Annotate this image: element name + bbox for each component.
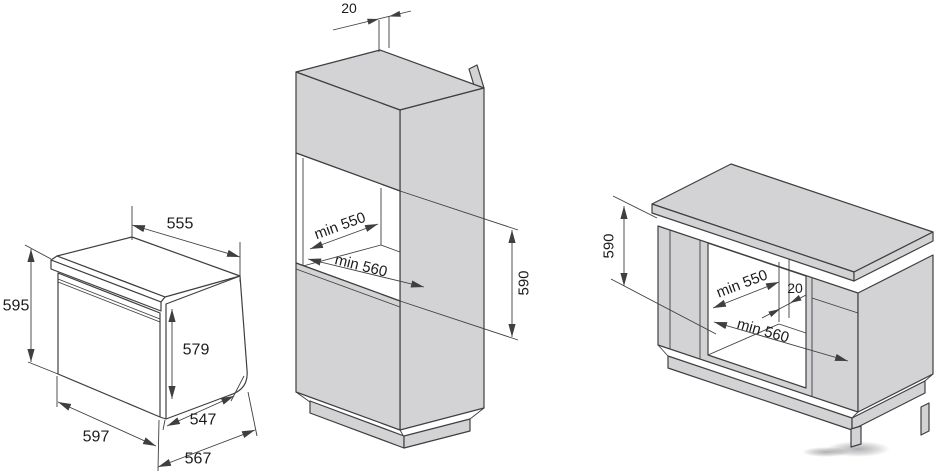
dim-label-total-depth: 567 <box>185 451 212 468</box>
countertop-right-edge <box>853 231 934 282</box>
dim-label-rear-gap: 20 <box>341 0 357 16</box>
floor-shadow <box>802 447 850 457</box>
tall-cabinet-side-face <box>399 87 485 431</box>
dim-label-front-width: 597 <box>83 429 110 446</box>
tall-cabinet-view: 20 min 550 min 560 590 <box>295 0 533 449</box>
oven-handle-bar <box>50 259 162 312</box>
tall-cabinet-plinth <box>295 391 485 449</box>
dim-base-rear-gap: 20 <box>761 280 807 319</box>
dim-oven-total-depth: 567 <box>157 391 258 468</box>
dim-label-base-niche-height: 590 <box>601 233 618 258</box>
dim-label-body-depth: 547 <box>190 412 217 429</box>
drawer-line <box>811 297 859 314</box>
base-cabinet-plinth <box>657 344 934 448</box>
dim-base-niche-height: 590 <box>601 195 717 335</box>
dim-label-top-width: 555 <box>167 216 194 233</box>
countertop <box>651 163 934 282</box>
oven-door-gap-line <box>57 281 161 323</box>
dim-niche-height: 590 <box>399 190 533 341</box>
dim-oven-top-width: 555 <box>131 206 241 282</box>
base-cabinet-view: 590 min 550 20 min 560 <box>601 163 934 457</box>
oven-isometric-view: 555 595 579 597 547 <box>3 206 258 472</box>
cabinet-foot <box>920 402 930 436</box>
oven-side-face <box>165 275 248 420</box>
oven-door-gap-line <box>57 278 161 320</box>
dim-oven-body-depth: 547 <box>162 375 245 431</box>
cabinet-foot <box>850 425 862 448</box>
dim-label-body-height: 579 <box>183 342 210 359</box>
dim-rear-gap-top: 20 <box>332 0 412 52</box>
oven-bottom-corner-line <box>159 416 167 420</box>
dim-oven-body-height: 579 <box>168 309 210 399</box>
dim-oven-front-height: 595 <box>3 244 59 375</box>
dim-label-front-height: 595 <box>3 298 30 315</box>
dim-label-niche-height: 590 <box>516 270 533 295</box>
dim-label-base-rear-gap: 20 <box>787 280 803 296</box>
